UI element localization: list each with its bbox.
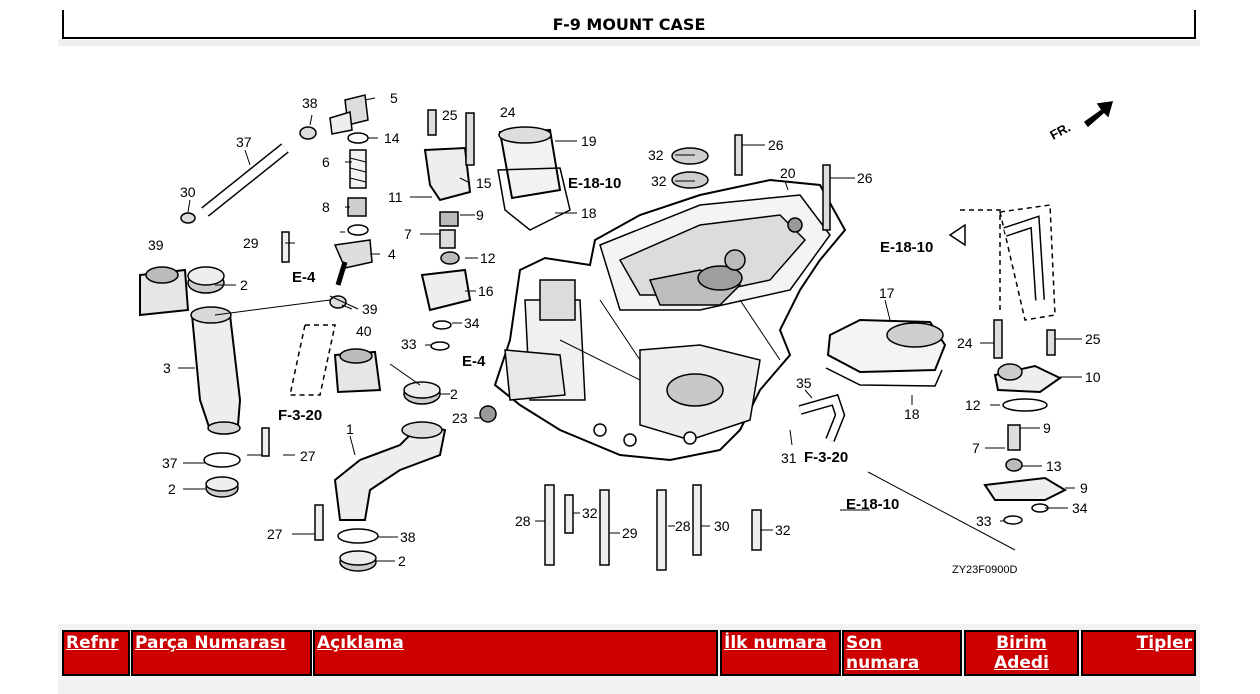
intake-pipe	[139, 266, 242, 498]
callout-24a: 26	[768, 137, 784, 153]
page-title: F-9 MOUNT CASE	[62, 10, 1196, 39]
callout-26a: 29	[622, 525, 638, 541]
callout-32b: 32	[651, 173, 667, 189]
callout-25b: 28	[675, 518, 691, 534]
callout-33a: 33	[401, 336, 417, 352]
callout-13a: 12	[480, 250, 496, 266]
cover-plate	[825, 318, 947, 387]
callout-36: 37	[236, 134, 252, 150]
right-parts	[983, 204, 1068, 525]
callout-23b: 25	[1085, 331, 1101, 347]
callout-10: 9	[1080, 480, 1088, 496]
callout-14: 14	[384, 130, 400, 146]
callout-9a: 9	[476, 207, 484, 223]
ref-e-18-10-a[interactable]: E-18-10	[568, 175, 621, 192]
callout-30: 30	[180, 184, 196, 200]
diagram-code: ZY23F0900D	[952, 564, 1017, 576]
ref-f-3-20-a[interactable]: F-3-20	[278, 407, 322, 424]
callout-18a: 18	[581, 205, 597, 221]
lower-pipe	[333, 348, 447, 572]
col-header-unit-qty[interactable]: Birim Adedi	[964, 630, 1079, 676]
callout-38a: 38	[302, 95, 318, 111]
col-header-part-number[interactable]: Parça Numarası	[131, 630, 312, 676]
callout-19: 19	[581, 133, 597, 149]
callout-23a: 25	[442, 107, 458, 123]
callout-9b: 9	[1043, 420, 1051, 436]
callout-12b: 12	[965, 397, 981, 413]
callout-21: 23	[452, 410, 468, 426]
callout-12a: 11	[388, 189, 403, 205]
callout-11: 10	[1085, 369, 1101, 385]
callout-17: 17	[879, 285, 895, 301]
callout-38b: 39	[362, 301, 378, 317]
callout-35: 35	[796, 375, 812, 391]
callout-3: 3	[163, 360, 171, 376]
callout-16: 16	[478, 283, 494, 299]
callout-37b: 38	[400, 529, 416, 545]
col-header-description[interactable]: Açıklama	[313, 630, 718, 676]
callout-37a: 37	[162, 455, 178, 471]
ref-e-4-a[interactable]: E-4	[292, 269, 316, 286]
ref-f-3-20-b[interactable]: F-3-20	[804, 449, 848, 466]
callout-20: 20	[780, 165, 796, 181]
callout-29: 29	[243, 235, 259, 251]
callout-34b: 34	[1072, 500, 1088, 516]
callout-4: 4	[388, 246, 396, 262]
callout-33b: 33	[976, 513, 992, 529]
callout-13b: 13	[1046, 458, 1062, 474]
title-divider	[58, 40, 1200, 46]
ref-e-18-10-b[interactable]: E-18-10	[880, 239, 933, 256]
ref-e-18-10-c[interactable]: E-18-10	[846, 496, 899, 513]
callout-31: 31	[781, 450, 797, 466]
callout-5: 5	[390, 90, 398, 106]
leader-lines	[178, 97, 1082, 562]
callout-25a: 28	[515, 513, 531, 529]
callout-22a: 24	[500, 104, 516, 120]
fr-arrow	[1083, 101, 1114, 128]
callout-28b: 32	[775, 522, 791, 538]
ref-e-4-b[interactable]: E-4	[462, 353, 486, 370]
callout-2b: 2	[168, 481, 176, 497]
callout-labels: 5 38 14 6 8 4 29 39 37 30 39 2 3 37 2 27…	[148, 90, 1101, 569]
callout-7b: 7	[972, 440, 980, 456]
callout-26b: 30	[714, 518, 730, 534]
callout-2a: 2	[240, 277, 248, 293]
fr-label: FR.	[1047, 120, 1073, 143]
callout-7a: 7	[404, 226, 412, 242]
col-header-refnr[interactable]: Refnr	[62, 630, 130, 676]
callout-27b: 27	[267, 526, 283, 542]
callout-39a: 39	[148, 237, 164, 253]
callout-15: 15	[476, 175, 492, 191]
callout-2c: 2	[450, 386, 458, 402]
callout-34a: 34	[464, 315, 480, 331]
callout-1: 1	[346, 421, 354, 437]
callout-22b: 24	[957, 335, 973, 351]
callout-2d: 2	[398, 553, 406, 569]
bolts	[261, 231, 762, 571]
callout-8: 8	[322, 199, 330, 215]
parts-diagram: 5 38 14 6 8 4 29 39 37 30 39 2 3 37 2 27…	[139, 90, 1114, 576]
callout-28a: 32	[582, 505, 598, 521]
callout-24b: 26	[857, 170, 873, 186]
col-header-types[interactable]: Tipler	[1081, 630, 1196, 676]
callout-27a: 27	[300, 448, 316, 464]
callout-18b: 18	[904, 406, 920, 422]
callout-32a: 32	[648, 147, 664, 163]
col-header-first-number[interactable]: İlk numara	[720, 630, 841, 676]
callout-39b: 40	[356, 323, 372, 339]
upper-center-parts	[420, 109, 831, 351]
callout-6: 6	[322, 154, 330, 170]
valve-stack	[329, 94, 373, 286]
col-header-last-number[interactable]: Son numara	[842, 630, 962, 676]
mount-case-body	[493, 178, 847, 462]
